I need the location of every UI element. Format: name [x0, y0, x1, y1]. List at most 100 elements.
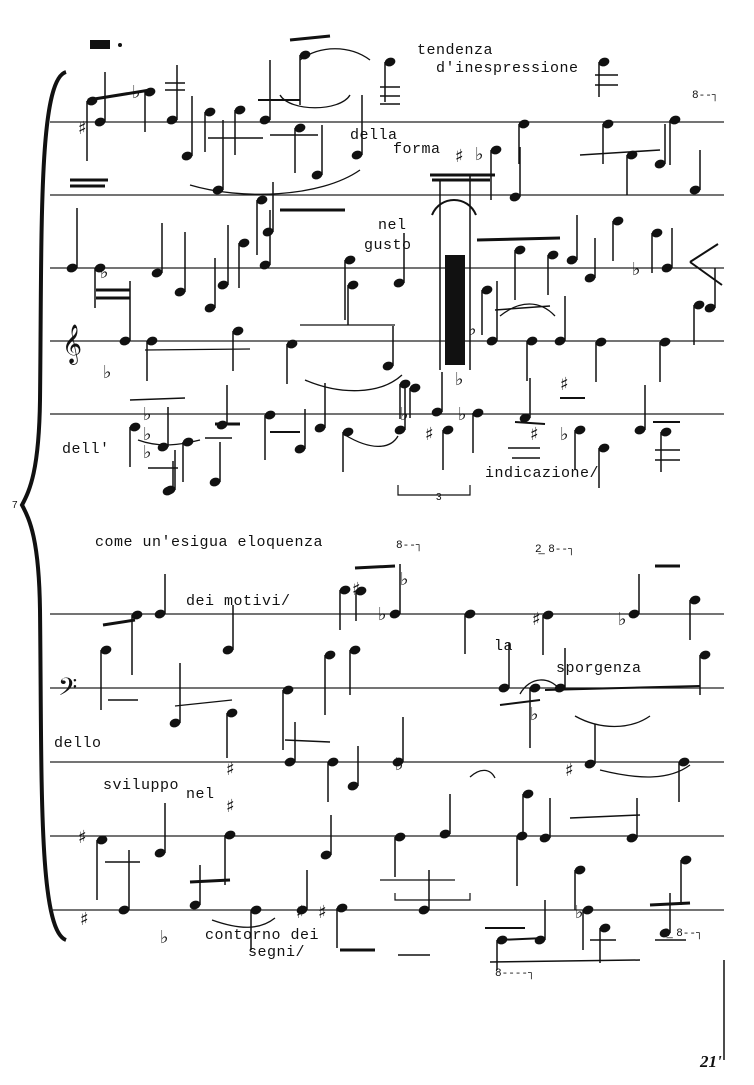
- note-head: [660, 427, 672, 437]
- ottava-mark: 2̲ 8--┐: [535, 544, 575, 556]
- note-head: [284, 757, 296, 767]
- sharp-icon: ♯: [455, 146, 464, 167]
- ottava-mark: 8----┐: [495, 968, 535, 980]
- flat-icon: ♭: [618, 609, 627, 630]
- bass-clef-icon: 𝄢: [58, 673, 77, 708]
- note-head: [66, 263, 78, 273]
- note-head: [347, 781, 359, 791]
- sharp-icon: ♯: [78, 118, 87, 139]
- note-head: [209, 477, 221, 487]
- flat-icon: ♭: [455, 369, 464, 390]
- cluster-block: [445, 255, 465, 365]
- note-head: [324, 650, 336, 660]
- sharp-icon: ♯: [80, 909, 89, 930]
- note-head: [259, 260, 271, 270]
- slur: [599, 764, 691, 778]
- note-head: [574, 865, 586, 875]
- note-head: [602, 119, 614, 129]
- flat-icon: ♭: [458, 404, 467, 425]
- note-head: [294, 444, 306, 454]
- note-head: [347, 280, 359, 290]
- sharp-icon: ♯: [530, 424, 539, 445]
- bass-staff: [50, 613, 724, 911]
- note-head: [542, 610, 554, 620]
- note-head: [566, 255, 578, 265]
- note-head: [96, 835, 108, 845]
- note-head: [584, 759, 596, 769]
- note-head: [392, 757, 404, 767]
- annotation-della: della: [350, 127, 398, 144]
- note-head: [522, 789, 534, 799]
- note-head: [418, 905, 430, 915]
- note-head: [626, 150, 638, 160]
- beam-line: [289, 34, 331, 42]
- note-head: [612, 216, 624, 226]
- flat-icon: ♭: [575, 902, 584, 923]
- note-head: [693, 300, 705, 310]
- beam-line: [569, 814, 641, 819]
- note-head: [598, 57, 610, 67]
- note-head: [327, 757, 339, 767]
- beam-line: [354, 564, 396, 570]
- note-head: [595, 337, 607, 347]
- note-head: [146, 336, 158, 346]
- slur: [574, 715, 651, 728]
- note-head: [464, 609, 476, 619]
- beam-line: [87, 88, 151, 102]
- treble-clef-icon: 𝄞: [62, 324, 82, 365]
- note-head: [151, 268, 163, 278]
- note-head: [342, 427, 354, 437]
- beam-line: [102, 618, 136, 627]
- annotation-come: come un'esigua eloquenza: [95, 534, 324, 551]
- annotation-contorno: contorno dei: [205, 927, 320, 944]
- note-head: [394, 425, 406, 435]
- note-head: [659, 928, 671, 938]
- beam-line: [476, 236, 561, 242]
- annotation-tendenza: tendenza: [417, 42, 494, 59]
- sharp-icon: ♯: [226, 759, 235, 780]
- flat-icon: ♭: [103, 362, 112, 383]
- note-head: [100, 645, 112, 655]
- note-head: [382, 361, 394, 371]
- note-head: [181, 151, 193, 161]
- note-head: [582, 905, 594, 915]
- beam-line: [499, 699, 541, 706]
- flat-icon: ♭: [143, 424, 152, 445]
- flat-icon: ♭: [475, 144, 484, 165]
- ottava-mark: 8--┐: [692, 90, 719, 102]
- note-head: [529, 683, 541, 693]
- beam-line: [144, 348, 251, 351]
- note-head: [442, 425, 454, 435]
- note-head: [574, 425, 586, 435]
- note-head: [311, 170, 323, 180]
- sharp-icon: ♯: [318, 902, 327, 923]
- beam-line: [514, 421, 546, 425]
- note-head: [154, 609, 166, 619]
- sharp-icon: ♯: [296, 902, 305, 923]
- note-head: [320, 850, 332, 860]
- note-head: [584, 273, 596, 283]
- note-head: [217, 280, 229, 290]
- note-head: [628, 609, 640, 619]
- flat-icon: ♭: [132, 82, 141, 103]
- note-head: [486, 336, 498, 346]
- note-head: [409, 383, 421, 393]
- note-head: [299, 50, 311, 60]
- annotation-sporgenza: sporgenza: [556, 660, 642, 677]
- note-head: [678, 757, 690, 767]
- sharp-icon: ♯: [352, 579, 361, 600]
- annotation-nel: nel: [378, 217, 407, 234]
- note-head: [162, 486, 174, 496]
- note-head: [516, 831, 528, 841]
- note-head: [250, 905, 262, 915]
- note-head: [166, 115, 178, 125]
- annotation-la: la: [494, 638, 514, 655]
- beam-line: [189, 878, 231, 884]
- tuplet-number: 3: [436, 492, 442, 503]
- note-head: [282, 685, 294, 695]
- flat-icon: ♭: [143, 404, 152, 425]
- note-head: [598, 443, 610, 453]
- note-head: [399, 379, 411, 389]
- note-head: [384, 57, 396, 67]
